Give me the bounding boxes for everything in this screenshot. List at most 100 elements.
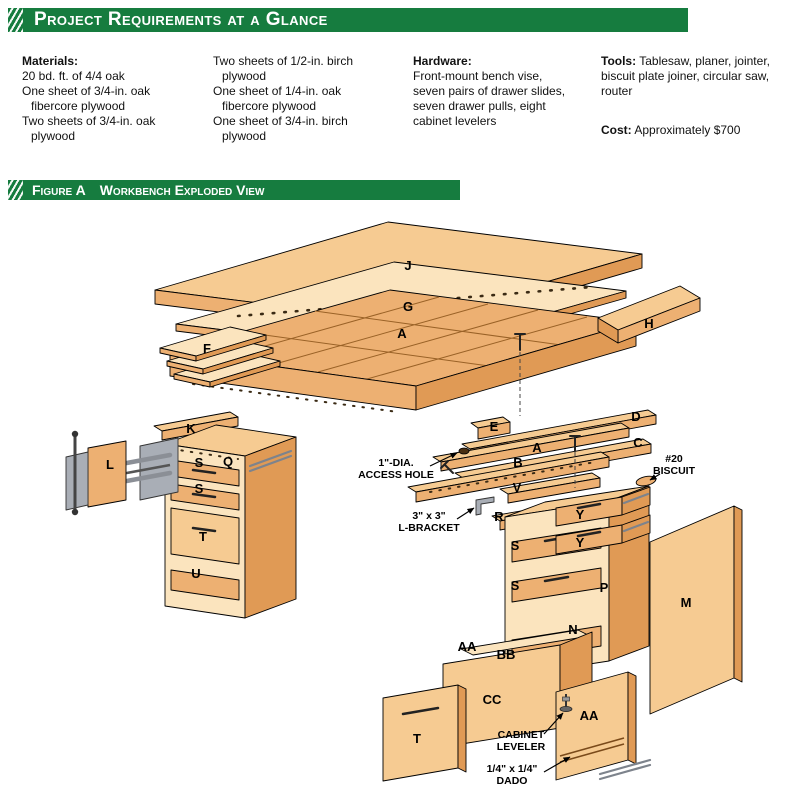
drawer-slide [622, 492, 650, 505]
figure-title: Workbench Exploded View [99, 182, 265, 198]
hardware-column: Hardware: Front-mount bench vise, seven … [413, 54, 573, 129]
materials-heading: Materials: [22, 54, 79, 68]
callout-arrow-biscuit [649, 473, 661, 481]
hatch-decoration [8, 8, 23, 32]
part-label-CC: CC [483, 692, 502, 707]
dado-groove [559, 743, 625, 763]
cost-line: Cost: Approximately $700 [601, 123, 785, 138]
screw-hole-dots [192, 383, 399, 413]
callout-arrow-cabinet-leveler [543, 712, 564, 735]
vise-jaw [87, 440, 127, 508]
drawer-slide [598, 758, 652, 776]
part-panel-AA [555, 671, 652, 781]
part-rail-A [432, 422, 630, 472]
page-title: Project Requirements at a Glance [34, 9, 328, 30]
callout-text-access-hole: 1"-DIA. [378, 457, 413, 469]
part-label-N: N [568, 622, 577, 637]
part-board-H [597, 285, 701, 344]
l-bracket-icon [475, 496, 495, 516]
part-label-G: G [403, 299, 413, 314]
screw-hole-dots [429, 461, 596, 493]
cost-heading: Cost: [601, 123, 632, 137]
drawer-front-T [170, 507, 240, 565]
tools-heading: Tools: [601, 54, 637, 68]
callout-text-cabinet-leveler: LEVELER [497, 741, 546, 753]
part-panel-M [649, 505, 743, 715]
materials-item: One sheet of 3/4-in. birch plywood [213, 114, 348, 143]
callout-arrow-access-hole [429, 452, 458, 467]
part-rail-K [153, 411, 239, 441]
callout-text-l-bracket: 3" x 3" [412, 510, 445, 522]
materials-column-2: Two sheets of 1/2-in. birch plywood One … [213, 54, 391, 144]
materials-item: 20 bd. ft. of 4/4 oak [22, 69, 125, 83]
drawer-front-S [170, 483, 240, 511]
part-label-BB: BB [497, 647, 516, 662]
materials-item: Two sheets of 3/4-in. oak plywood [22, 114, 156, 143]
materials-item: Two sheets of 1/2-in. birch plywood [213, 54, 354, 83]
materials-item: One sheet of 3/4-in. oak fibercore plywo… [22, 84, 151, 113]
part-label-M: M [681, 595, 692, 610]
drawer-pull [576, 502, 602, 510]
materials-item: One sheet of 1/4-in. oak fibercore plywo… [213, 84, 342, 113]
part-label-Y: Y [576, 507, 585, 522]
part-label-R: R [494, 509, 504, 524]
callout-text-dado: DADO [497, 775, 528, 787]
screw-hole-dots [236, 285, 594, 318]
callout-text-access-hole: ACCESS HOLE [358, 469, 434, 481]
drawer-slide [598, 763, 652, 781]
drawer-box-Y1 [555, 486, 651, 527]
drawer-slide-Q [248, 449, 293, 468]
part-label-AA: AA [580, 708, 599, 723]
hardware-text: Front-mount bench vise, seven pairs of d… [413, 69, 566, 128]
part-label-T: T [413, 731, 421, 746]
callout-text-biscuit: BISCUIT [653, 465, 696, 477]
part-sheet-stack-F [159, 326, 281, 388]
dado-groove [559, 737, 625, 757]
callout-text-biscuit: #20 [665, 453, 683, 465]
part-rail-B [407, 451, 610, 503]
tools-text: Tablesaw, planer, jointer, biscuit plate… [601, 54, 770, 98]
part-label-L: L [106, 457, 114, 472]
hardware-bits [440, 333, 657, 712]
part-label-B: B [513, 455, 522, 470]
drawer-pull [543, 575, 570, 583]
part-label-J: J [404, 258, 411, 273]
lower-cabinet [442, 629, 593, 748]
part-label-S: S [195, 481, 204, 496]
part-label-C: C [633, 435, 643, 450]
part-block-E [470, 416, 511, 440]
part-label-AA: AA [458, 639, 477, 654]
drawer-front-T [382, 684, 467, 782]
part-label-Q: Q [223, 454, 233, 469]
part-label-A: A [397, 326, 407, 341]
hardware-heading: Hardware: [413, 54, 472, 68]
part-label-F: F [203, 341, 211, 356]
bench-vise-L [65, 430, 179, 516]
leveler-foot [559, 706, 573, 712]
part-rail-V [499, 472, 601, 504]
part-label-T: T [199, 529, 207, 544]
title-bar: Project Requirements at a Glance [8, 8, 688, 32]
base-panel-U [170, 569, 240, 601]
drawer-box-Y2 [555, 514, 651, 555]
drawer-front-S [511, 567, 602, 603]
drawer-pull [191, 526, 217, 533]
grid-ribs [218, 296, 588, 380]
callout-text-cabinet-leveler: CABINET [498, 729, 545, 741]
hatch-decoration [8, 180, 23, 200]
part-label-P: P [600, 580, 609, 595]
screw-icon [444, 464, 454, 474]
callout-arrow-l-bracket [456, 507, 475, 520]
callout-text-dado: 1/4" x 1/4" [487, 763, 538, 775]
drawer-pull [401, 706, 440, 716]
part-label-E: E [490, 419, 499, 434]
part-label-S: S [511, 538, 520, 553]
materials-column-1: Materials: 20 bd. ft. of 4/4 oak One she… [22, 54, 194, 144]
callout-text-l-bracket: L-BRACKET [398, 522, 460, 534]
part-label-Y: Y [576, 535, 585, 550]
drawer-pull [191, 468, 217, 475]
drawer-slide [622, 520, 650, 533]
cost-text: Approximately $700 [634, 123, 741, 137]
